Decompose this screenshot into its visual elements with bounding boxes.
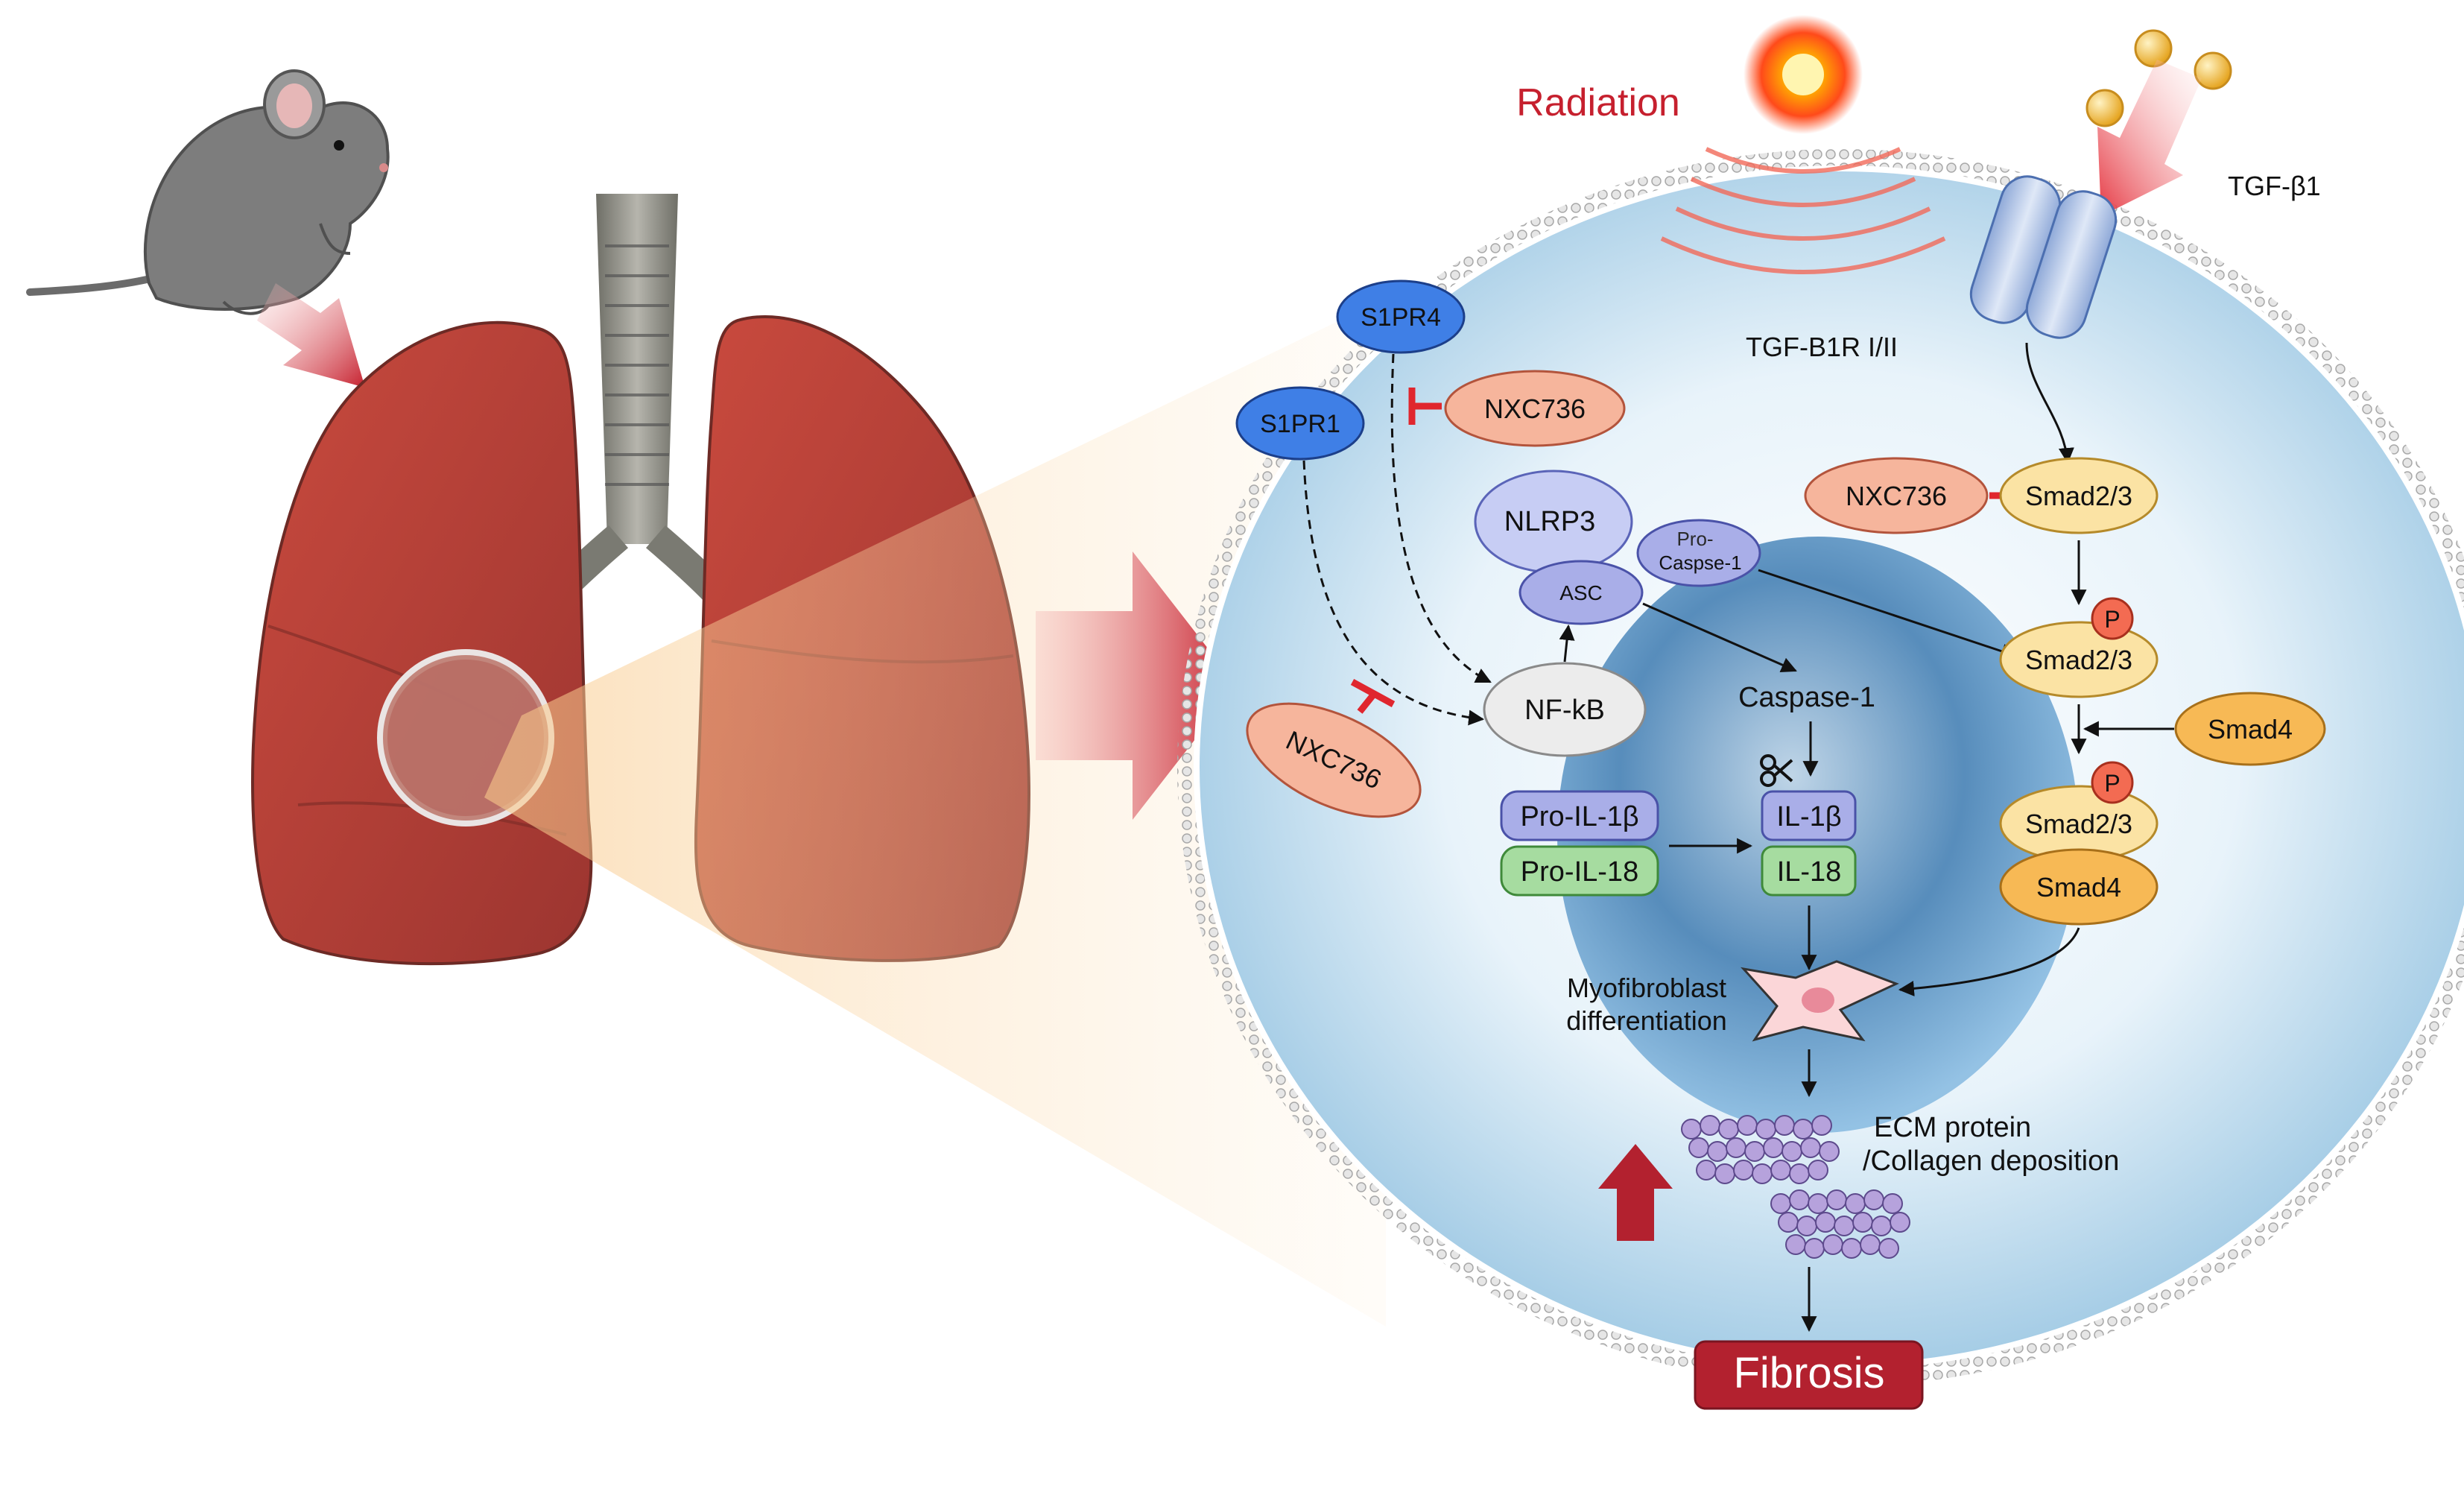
mouse-to-lung-arrow [257, 283, 365, 388]
s1pr4-to-nfkb-dashed [1390, 353, 1492, 683]
nfkb-to-asc-arrow [1559, 624, 1575, 663]
radiation-source-icon [1660, 15, 1946, 274]
s1pr4-label: S1PR4 [1361, 303, 1441, 332]
nfkb-label: NF-kB [1524, 695, 1605, 726]
scissors-icon [1760, 754, 1793, 787]
smad4-free-node: Smad4 [2174, 692, 2326, 766]
pro-caspase-label-line1: Pro- [1676, 528, 1713, 550]
smad-to-myofibroblast-arrow [1898, 927, 2080, 996]
myofibroblast-cell-icon [1740, 960, 1899, 1042]
phospho-1-label: P [2104, 606, 2120, 633]
nfkb-node: NF-kB [1483, 662, 1647, 757]
receptor-to-smad-arrow [2025, 342, 2074, 464]
smad23-node-a: Smad2/3 [1999, 457, 2159, 534]
pro-il1b-node: Pro-IL-1β [1500, 790, 1659, 841]
smad4-free-label: Smad4 [2208, 714, 2293, 745]
s1pr1-node: S1PR1 [1235, 386, 1365, 461]
nxc736-top-label: NXC736 [1484, 393, 1586, 424]
s1pr1-to-nfkb-dashed [1302, 460, 1485, 726]
pro-il18-label: Pro-IL-18 [1521, 856, 1638, 888]
nxc736-smad-label: NXC736 [1846, 481, 1947, 511]
nxc736-top-inhibitor [1408, 388, 1442, 425]
myofibroblast-label-line2: differentiation [1566, 1005, 1727, 1036]
fibrosis-badge: Fibrosis [1694, 1340, 1924, 1410]
myofibroblast-label-line1: Myofibroblast [1567, 973, 1726, 1003]
s1pr4-node: S1PR4 [1336, 279, 1466, 354]
phospho-2-label: P [2104, 770, 2120, 797]
tgf-receptor-label: TGF-B1R I/II [1746, 332, 1898, 362]
nxc736-top-node: NXC736 [1444, 370, 1626, 447]
il18-node: IL-18 [1761, 845, 1857, 897]
mouse-icon [26, 69, 390, 315]
smad23-c-label: Smad2/3 [2025, 809, 2132, 839]
nxc736-left-inhibitor [1350, 679, 1396, 714]
pro-il1b-label: Pro-IL-1β [1520, 801, 1638, 832]
collagen-fiber-icon [1681, 1115, 1910, 1259]
tgf-beta1-ligands [2085, 29, 2232, 127]
s1pr1-label: S1PR1 [1260, 410, 1340, 438]
il1b-label: IL-1β [1776, 801, 1841, 832]
fibrosis-label: Fibrosis [1733, 1349, 1884, 1397]
up-arrow-icon [1598, 1144, 1673, 1241]
phospho-badge-1 [2091, 597, 2134, 640]
nlrp3-label: NLRP3 [1504, 506, 1596, 537]
smad4-complex-label: Smad4 [2036, 872, 2121, 903]
tgf-beta1-label: TGF-β1 [2228, 171, 2321, 201]
smad23-b-label: Smad2/3 [2025, 645, 2132, 675]
smad-complex: Smad2/3 P Smad4 [1999, 761, 2159, 926]
pro-il18-node: Pro-IL-18 [1500, 845, 1659, 897]
asc-label: ASC [1559, 581, 1603, 604]
tgf-receptor-icon [1969, 175, 2118, 339]
il1b-node: IL-1β [1761, 790, 1857, 841]
smad23-a-label: Smad2/3 [2025, 481, 2132, 511]
smad23-node-b: Smad2/3 P [1999, 597, 2159, 698]
ecm-label-line2: /Collagen deposition [1863, 1145, 2119, 1177]
zoom-cone [484, 298, 1386, 1327]
procaspase-to-smad-arrow [1758, 569, 2017, 659]
radiation-label: Radiation [1516, 81, 1680, 124]
ecm-label-line1: ECM protein [1874, 1112, 2031, 1143]
big-red-arrow [1036, 551, 1237, 820]
phospho-badge-2 [2091, 761, 2134, 804]
nxc736-left-node: NXC736 [1246, 702, 1422, 818]
pro-caspase-label-line2: Caspse-1 [1659, 551, 1741, 574]
nxc736-smad-node: NXC736 [1804, 457, 1989, 534]
caspase1-label: Caspase-1 [1738, 682, 1875, 713]
tgf-beta1-arrow [2097, 60, 2202, 216]
inflammasome-complex: NLRP3 Pro- Caspse-1 ASC [1474, 470, 1761, 625]
il18-label: IL-18 [1777, 856, 1842, 888]
asc-to-caspase1-arrow [1642, 602, 1797, 673]
